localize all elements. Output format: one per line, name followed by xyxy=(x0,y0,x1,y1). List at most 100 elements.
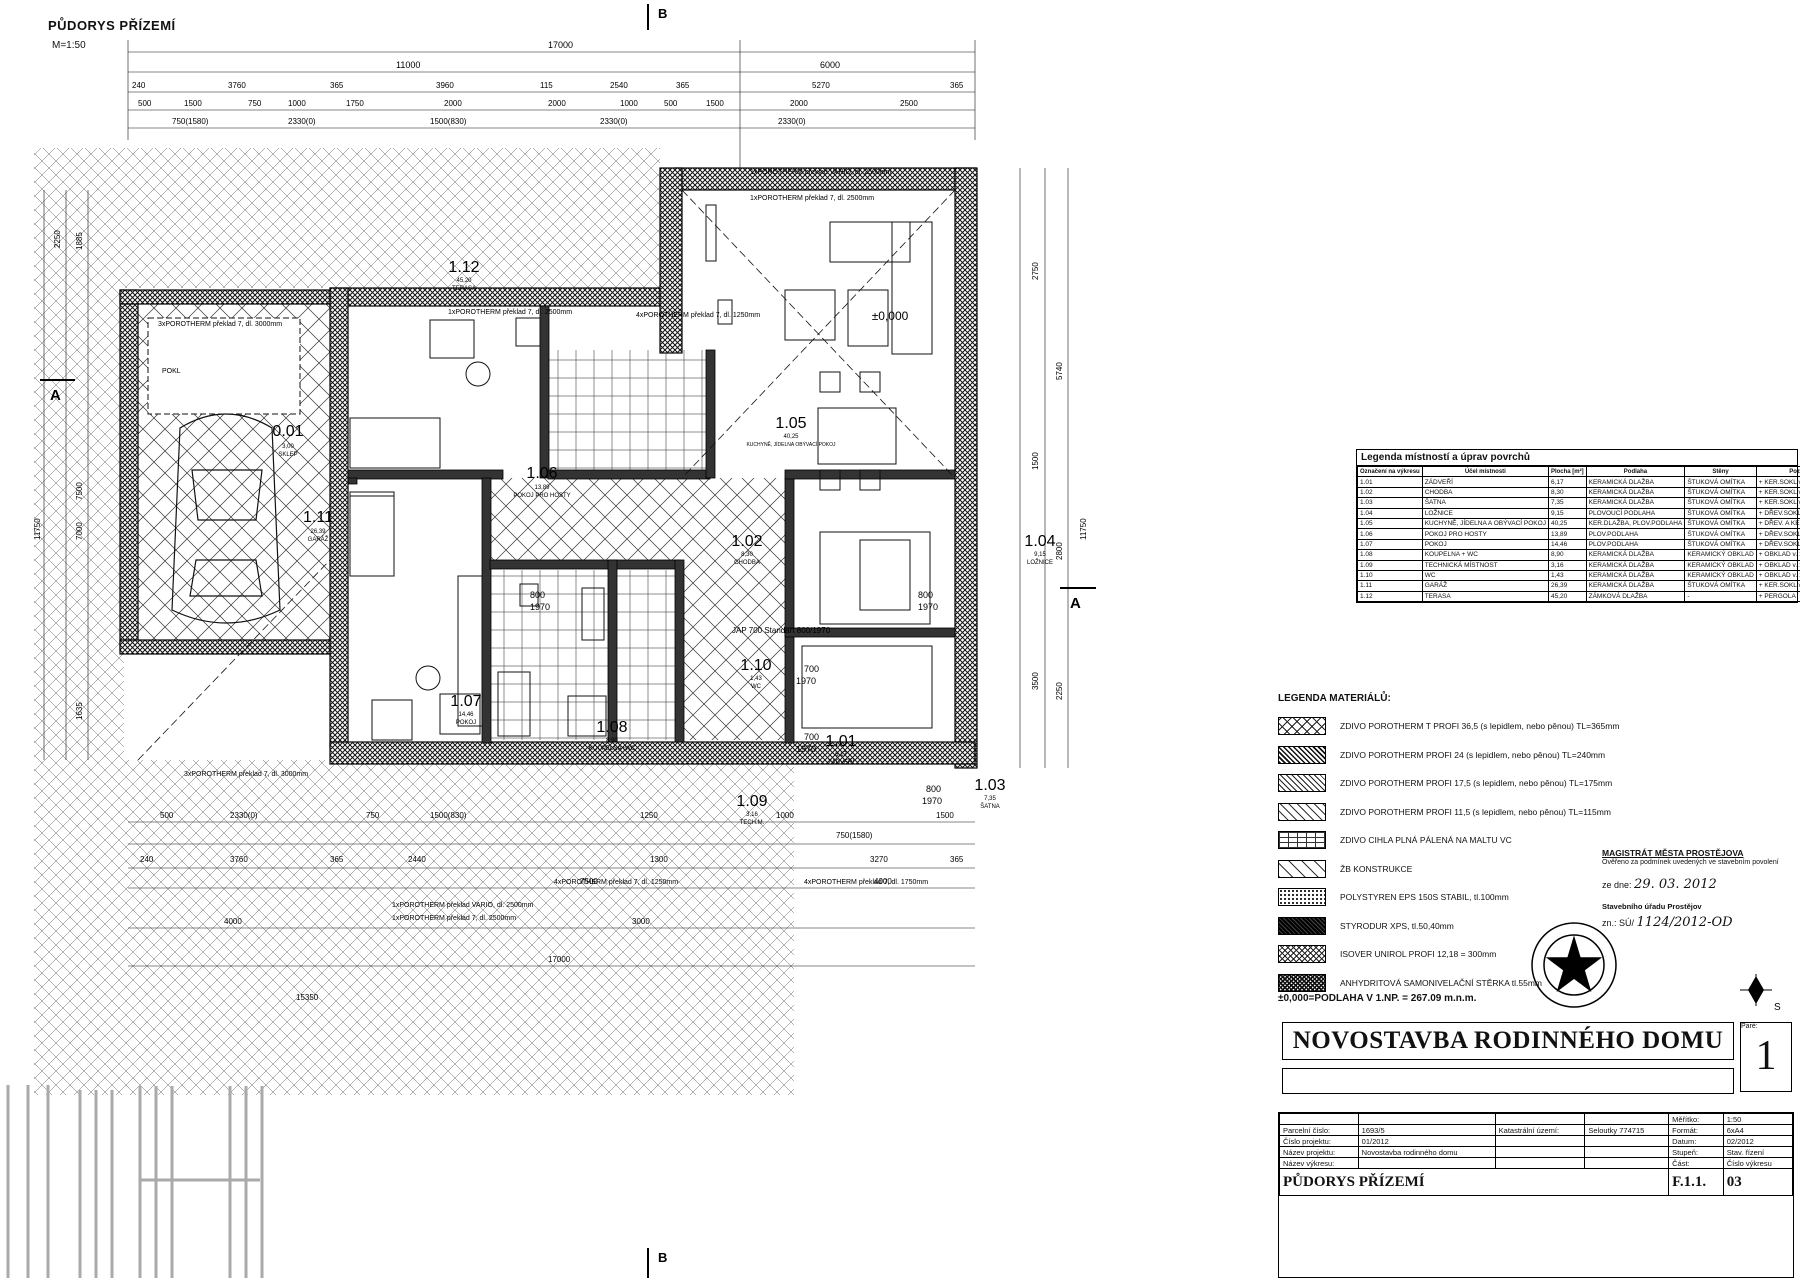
table-cell: TERASA xyxy=(1421,590,1549,603)
table-cell: 8,30 xyxy=(1547,486,1587,499)
svg-text:TERASA: TERASA xyxy=(452,286,476,292)
material-swatch xyxy=(1278,802,1326,821)
table-cell: + KER.SOKL v.70mm xyxy=(1755,580,1800,592)
dim: 1500(830) xyxy=(430,811,467,820)
dim: 2330(0) xyxy=(288,117,316,126)
exterior-walls xyxy=(119,167,978,769)
svg-text:700: 700 xyxy=(804,732,819,742)
dim: 1000 xyxy=(620,99,638,108)
list-item: ZDIVO POROTHERM PROFI 17,5 (s lepidlem, … xyxy=(1278,769,1658,798)
svg-text:40,25: 40,25 xyxy=(783,434,799,440)
table-cell: 3,16 xyxy=(1547,559,1587,571)
table-cell: LOŽNICE xyxy=(1421,507,1549,519)
table-cell: Stupeň: xyxy=(1668,1146,1724,1158)
dim: 500 xyxy=(664,99,678,108)
table-cell xyxy=(1584,1135,1670,1147)
table-cell: + PERGOLA xyxy=(1755,590,1800,603)
table-cell xyxy=(1584,1157,1670,1169)
material-legend-title: LEGENDA MATERIÁLŮ: xyxy=(1278,693,1391,704)
dim-right: 2750 5740 1500 2800 2250 3500 11750 xyxy=(1031,262,1088,700)
svg-text:700: 700 xyxy=(804,664,819,674)
bathroom-tiles xyxy=(490,570,612,740)
svg-text:ŠATNA: ŠATNA xyxy=(980,803,1000,810)
lintel-label: 4xPOROTHERM překlad 7, dl. 1250mm xyxy=(636,312,760,319)
dim: 7500 xyxy=(75,482,84,500)
dim: 7000 xyxy=(75,522,84,540)
table-cell xyxy=(1494,1135,1586,1147)
dim: 750(1580) xyxy=(836,831,873,840)
table-cell: + KER.SOKL v.70mm xyxy=(1755,497,1800,509)
section-b-bottom: B xyxy=(658,1250,667,1265)
svg-text:1970: 1970 xyxy=(796,744,816,754)
table-cell: 8,90 xyxy=(1547,549,1587,561)
interior-walls xyxy=(347,305,956,744)
material-label: POLYSTYREN EPS 150S STABIL, tl.100mm xyxy=(1340,892,1509,903)
col-header: Účel místnosti xyxy=(1421,465,1549,478)
material-label: ISOVER UNIROL PROFI 12,18 = 300mm xyxy=(1340,949,1497,960)
material-label: ZDIVO POROTHERM T PROFI 36,5 (s lepidlem… xyxy=(1340,721,1620,732)
table-cell: 1.08 xyxy=(1357,549,1423,561)
table-cell: KERAMICKÝ OBKLAD xyxy=(1684,549,1757,561)
table-cell: 1.02 xyxy=(1357,486,1423,499)
material-swatch xyxy=(1278,774,1326,793)
dim: 4000 xyxy=(874,877,892,886)
table-cell: Číslo projektu: xyxy=(1279,1135,1359,1147)
table-cell: 1,43 xyxy=(1547,569,1587,582)
kitchen-tiles xyxy=(548,350,714,478)
dim: 365 xyxy=(676,81,690,90)
table-cell: Stav. řízení xyxy=(1722,1146,1794,1158)
drawing-scale: M=1:50 xyxy=(52,40,86,51)
list-item: ZDIVO POROTHERM PROFI 11,5 (s lepidlem, … xyxy=(1278,798,1658,827)
sheet-box: Paré: 1 xyxy=(1740,1022,1792,1092)
stamp-ref: zn.: SÚ/ 1124/2012-OD xyxy=(1602,915,1733,930)
dim: 3270 xyxy=(870,855,888,864)
lintel-label: 1xPOROTHERM překlad 7, dl. 2500mm xyxy=(448,309,572,316)
dim: 1500 xyxy=(184,99,202,108)
section-b-top: B xyxy=(658,6,667,21)
table-cell: Katastrální území: xyxy=(1494,1124,1586,1136)
table-row: Název projektu:Novostavba rodinného domu… xyxy=(1279,1146,1794,1158)
lintel-label: 1xPOROTHERM překlad 7, dl. 2500mm xyxy=(750,195,874,202)
room-legend-title: Legenda místností a úprav povrchů xyxy=(1357,450,1797,466)
dim: 2250 xyxy=(1055,682,1064,700)
table-cell: Název projektu: xyxy=(1279,1146,1359,1158)
svg-text:WC: WC xyxy=(751,684,762,690)
svg-text:14,46: 14,46 xyxy=(458,712,474,718)
room-legend-table: Označení na výkresu Účel místnosti Ploch… xyxy=(1357,465,1800,603)
table-header: Označení na výkresu Účel místnosti Ploch… xyxy=(1357,465,1800,478)
material-swatch xyxy=(1278,745,1326,764)
svg-text:LOŽNICE: LOŽNICE xyxy=(1027,558,1053,566)
svg-text:ZÁDVEŘÍ: ZÁDVEŘÍ xyxy=(828,758,854,766)
lintel-label: 4xPOROTHERM překlad 7, dl. 1750mm xyxy=(804,879,928,886)
paving-bottom xyxy=(34,760,794,1095)
svg-text:1.10: 1.10 xyxy=(740,657,771,674)
table-cell: 14,46 xyxy=(1547,538,1587,551)
dim: 2330(0) xyxy=(778,117,806,126)
table-cell: ŠATNA xyxy=(1421,497,1549,509)
list-item: ZDIVO POROTHERM PROFI 24 (s lepidlem, ne… xyxy=(1278,741,1658,770)
material-label: STYRODUR XPS, tl.50,40mm xyxy=(1340,920,1454,931)
table-cell: + OBKLAD v. 1800mm xyxy=(1755,549,1800,561)
table-cell: KOUPELNA + WC xyxy=(1421,549,1549,561)
dim: 750(1580) xyxy=(172,117,209,126)
room-legend: Legenda místností a úprav povrchů Označe… xyxy=(1356,449,1800,604)
material-label: ŽB KONSTRUKCE xyxy=(1340,863,1413,874)
svg-text:1970: 1970 xyxy=(922,796,942,806)
